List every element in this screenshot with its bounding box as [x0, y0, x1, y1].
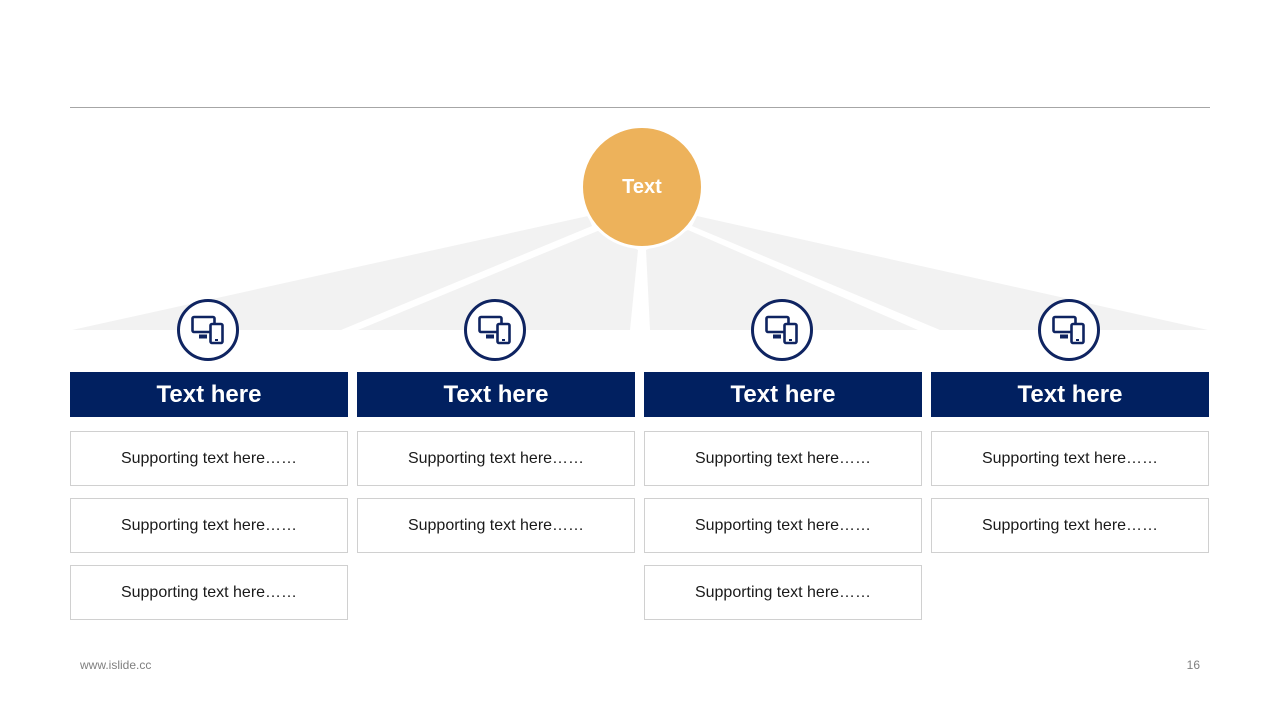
column-2-item-1: Supporting text here…… — [357, 431, 635, 486]
top-divider — [70, 107, 1210, 108]
devices-icon — [464, 299, 526, 361]
devices-icon — [177, 299, 239, 361]
center-hub: Text — [580, 125, 704, 249]
column-2-title: Text here — [357, 372, 635, 417]
column-3-item-3: Supporting text here…… — [644, 565, 922, 620]
fan-ray-3 — [646, 230, 918, 330]
column-4-item-2: Supporting text here…… — [931, 498, 1209, 553]
devices-icon — [1038, 299, 1100, 361]
hub-label: Text — [622, 175, 662, 198]
column-3-title: Text here — [644, 372, 922, 417]
page-number: 16 — [1186, 658, 1200, 672]
footer-website: www.islide.cc — [80, 658, 152, 672]
column-1-title: Text here — [70, 372, 348, 417]
column-4-item-1: Supporting text here…… — [931, 431, 1209, 486]
column-2-item-2: Supporting text here…… — [357, 498, 635, 553]
column-1-item-1: Supporting text here…… — [70, 431, 348, 486]
column-3-item-2: Supporting text here…… — [644, 498, 922, 553]
column-4-title: Text here — [931, 372, 1209, 417]
fan-ray-2 — [358, 230, 638, 330]
column-3-item-1: Supporting text here…… — [644, 431, 922, 486]
column-1-item-3: Supporting text here…… — [70, 565, 348, 620]
devices-icon — [751, 299, 813, 361]
column-1-item-2: Supporting text here…… — [70, 498, 348, 553]
